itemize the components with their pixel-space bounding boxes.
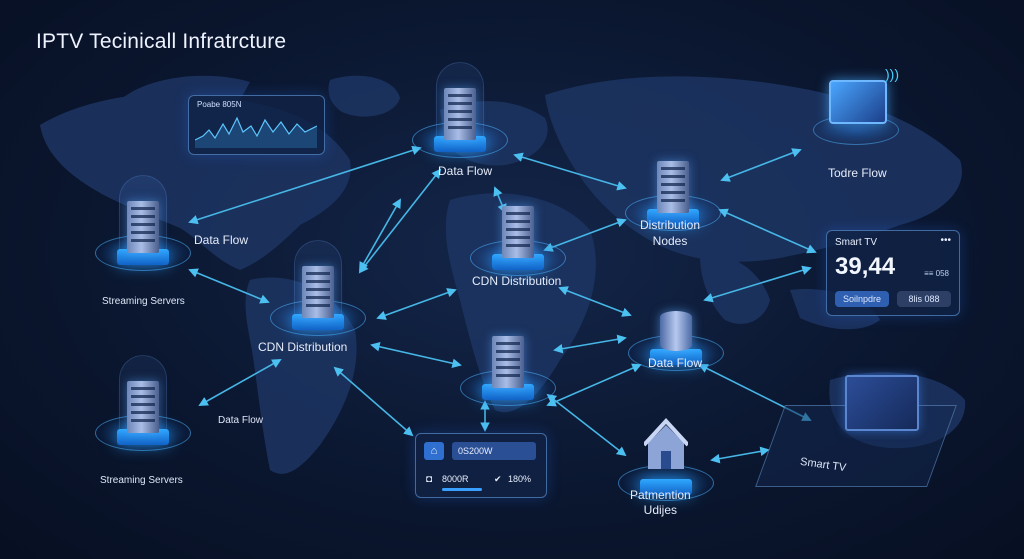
label-streaming-servers-bottom: Streaming Servers: [100, 475, 183, 486]
camera-icon: ◘: [426, 474, 433, 485]
page-title: IPTV Tecinicall Infratrcture: [36, 30, 287, 53]
label-patmention: Patmention Udijes: [630, 488, 691, 517]
label-data-flow-right: Data Flow: [648, 356, 703, 370]
home-node[interactable]: [618, 405, 714, 501]
label-streaming-servers-top: Streaming Servers: [102, 296, 185, 307]
label-data-flow-lower-left: Data Flow: [218, 415, 264, 426]
label-data-flow-top: Data Flow: [438, 164, 493, 178]
house-icon: [644, 418, 688, 469]
smart-tv-device-bottom[interactable]: Smart TV: [755, 375, 957, 487]
storage-cylinder-icon: [660, 311, 692, 351]
traffic-graph-panel: Poabe 805N: [188, 95, 325, 155]
graph-panel-title: Poabe 805N: [197, 100, 242, 109]
label-cdn-distribution-left: CDN Distribution: [258, 340, 348, 354]
cdn-server-center[interactable]: [470, 180, 566, 276]
label-todre-flow: Todre Flow: [828, 166, 887, 180]
smart-tv-card-title: Smart TV: [835, 237, 878, 248]
cdn-server-left[interactable]: [270, 240, 366, 336]
streaming-server-node-top[interactable]: [95, 175, 191, 271]
check-icon: ✔: [494, 474, 502, 484]
card-menu-icon[interactable]: •••: [940, 235, 951, 246]
label-cdn-distribution-center: CDN Distribution: [472, 274, 562, 288]
smart-tv-device-top[interactable]: ))): [805, 60, 905, 145]
stats-value-right: 180%: [508, 474, 532, 484]
data-flow-server-top[interactable]: [412, 62, 508, 158]
distribution-node-server[interactable]: [625, 135, 721, 231]
smart-tv-card-value: 39,44: [835, 253, 896, 280]
smart-tv-card-sub: ≡≡ 058: [924, 269, 949, 278]
storage-node-right[interactable]: [628, 275, 724, 371]
streaming-server-node-bottom[interactable]: [95, 355, 191, 451]
stats-progress-bar: [442, 488, 482, 491]
home-icon: ⌂: [424, 442, 444, 460]
stats-panel: ⌂ 0S200W ◘ 8000R ✔ 180%: [415, 433, 547, 498]
label-data-flow-left: Data Flow: [194, 233, 249, 247]
traffic-graph: [195, 116, 317, 148]
card-button-left[interactable]: Soilnpdre: [835, 291, 889, 307]
stats-value-top: 0S200W: [452, 442, 536, 460]
stats-value-left: 8000R: [442, 474, 469, 484]
smart-tv-card[interactable]: Smart TV ••• 39,44 ≡≡ 058 Soilnpdre 8lis…: [826, 230, 960, 316]
card-button-right[interactable]: 8lis 088: [897, 291, 951, 307]
label-distribution-nodes: Distribution Nodes: [640, 218, 701, 248]
wifi-icon: ))): [885, 66, 899, 82]
relay-server-center[interactable]: [460, 310, 556, 406]
